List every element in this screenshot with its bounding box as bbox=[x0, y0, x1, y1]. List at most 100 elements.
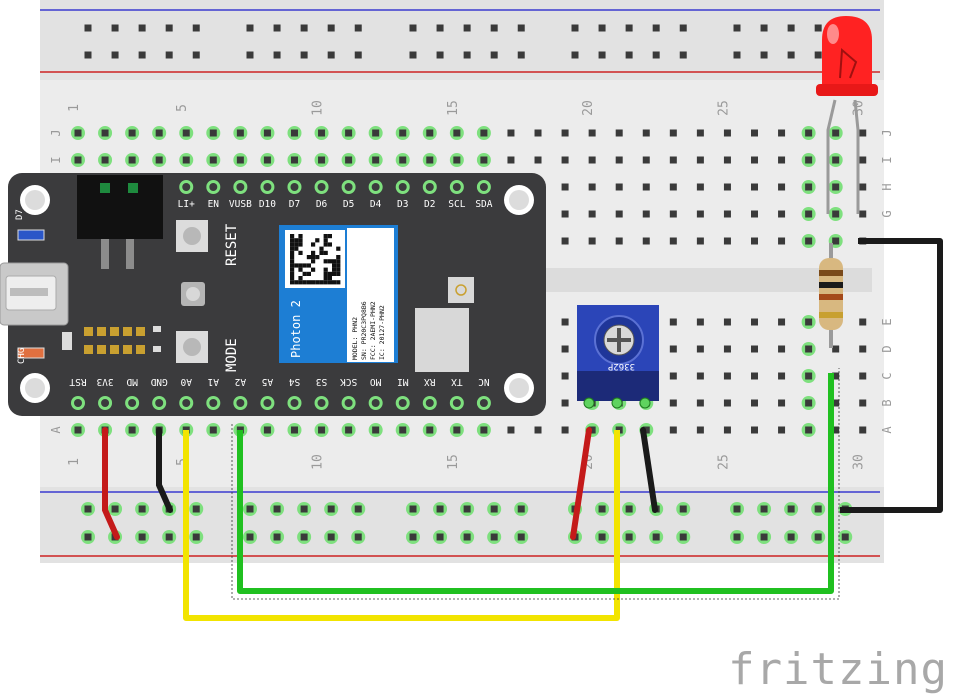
rail-hole bbox=[409, 533, 417, 541]
rail-hole bbox=[625, 51, 633, 59]
breadboard-hole bbox=[155, 156, 163, 164]
breadboard-hole bbox=[859, 129, 867, 137]
pin-hole bbox=[425, 399, 434, 407]
breadboard-hole bbox=[209, 129, 217, 137]
datamatrix-cell bbox=[306, 255, 311, 260]
breadboard-hole bbox=[805, 372, 813, 380]
breadboard-hole bbox=[128, 129, 136, 137]
breadboard-hole bbox=[426, 129, 434, 137]
breadboard-hole bbox=[101, 156, 109, 164]
pin-hole bbox=[263, 183, 272, 191]
datamatrix-cell bbox=[311, 280, 316, 285]
rail-hole bbox=[354, 24, 362, 32]
breadboard-hole bbox=[236, 129, 244, 137]
datamatrix-cell bbox=[315, 238, 320, 243]
breadboard-hole bbox=[751, 129, 758, 137]
breadboard-hole bbox=[101, 129, 109, 137]
breadboard-hole bbox=[345, 129, 353, 137]
row-label: A bbox=[49, 426, 63, 434]
breadboard-hole bbox=[155, 129, 163, 137]
rail-hole bbox=[300, 51, 308, 59]
reset-label: RESET bbox=[224, 223, 240, 266]
datamatrix-cell bbox=[298, 263, 303, 268]
swd-pin bbox=[136, 327, 145, 336]
datamatrix-cell bbox=[294, 238, 299, 243]
wire-yellow-a0 bbox=[183, 430, 620, 621]
pin-hole bbox=[236, 399, 245, 407]
rail-hole bbox=[787, 533, 795, 541]
breadboard-hole bbox=[615, 237, 623, 245]
breadboard-hole bbox=[859, 372, 867, 380]
top-pin-label: D3 bbox=[397, 199, 408, 210]
rail-hole bbox=[273, 51, 281, 59]
column-number: 5 bbox=[175, 104, 190, 112]
breadboard-hole bbox=[615, 129, 623, 137]
breadboard-hole bbox=[588, 426, 596, 434]
breadboard-hole bbox=[534, 129, 542, 137]
top-pin-label: SCL bbox=[448, 199, 465, 210]
breadboard-hole bbox=[859, 318, 867, 326]
datamatrix-cell bbox=[332, 259, 337, 264]
datamatrix-cell bbox=[323, 259, 328, 264]
bottom-pin-label: RST bbox=[69, 376, 86, 387]
breadboard-hole bbox=[751, 345, 758, 353]
datamatrix-cell bbox=[290, 238, 295, 243]
datamatrix-cell bbox=[290, 280, 295, 285]
resistor bbox=[819, 243, 843, 348]
breadboard-hole bbox=[453, 426, 461, 434]
pin-hole bbox=[101, 399, 110, 407]
rail-hole bbox=[814, 505, 822, 513]
datamatrix-cell bbox=[306, 280, 311, 285]
pot-pin bbox=[639, 397, 651, 409]
pin-hole bbox=[371, 399, 380, 407]
rail-hole bbox=[300, 24, 308, 32]
breadboard-hole bbox=[507, 129, 515, 137]
rail-hole bbox=[138, 24, 146, 32]
breadboard-hole bbox=[832, 156, 840, 164]
row-label: D bbox=[880, 345, 894, 352]
column-number: 5 bbox=[175, 458, 190, 466]
wire-green-a2 bbox=[237, 373, 834, 594]
pin-hole bbox=[236, 183, 245, 191]
antenna-connector-ring bbox=[455, 284, 467, 296]
rail-hole bbox=[625, 533, 633, 541]
datamatrix-cell bbox=[336, 267, 341, 272]
rail-hole bbox=[246, 24, 254, 32]
breadboard-hole bbox=[778, 237, 786, 245]
pin-hole bbox=[290, 183, 299, 191]
breadboard-hole bbox=[588, 183, 596, 191]
datamatrix-cell bbox=[290, 234, 295, 239]
breadboard-hole bbox=[805, 210, 813, 218]
breadboard-hole bbox=[696, 156, 704, 164]
breadboard-hole bbox=[805, 318, 813, 326]
rail-hole bbox=[463, 505, 471, 513]
rail-hole bbox=[111, 24, 119, 32]
antenna-pad bbox=[415, 308, 469, 372]
rail-hole bbox=[84, 51, 92, 59]
connector-pad bbox=[128, 183, 138, 193]
swd-pin bbox=[84, 327, 93, 336]
breadboard-hole bbox=[561, 399, 569, 407]
column-number: 20 bbox=[581, 100, 596, 116]
breadboard-hole bbox=[534, 156, 542, 164]
bottom-pin-label: MD bbox=[126, 376, 138, 387]
row-label: I bbox=[49, 156, 63, 163]
led-leg-anode bbox=[826, 99, 837, 214]
breadboard-hole bbox=[859, 345, 867, 353]
bottom-pin-label: GND bbox=[150, 376, 167, 387]
module-line-3: FCC: 2AEMI-PHN2 bbox=[369, 301, 377, 360]
breadboard-hole bbox=[859, 399, 867, 407]
pin-hole bbox=[479, 399, 488, 407]
breadboard-hole bbox=[805, 399, 813, 407]
breadboard-hole bbox=[345, 156, 353, 164]
datamatrix-cell bbox=[327, 271, 332, 276]
rail-hole bbox=[760, 51, 768, 59]
datamatrix-cell bbox=[336, 271, 341, 276]
breadboard-hole bbox=[669, 210, 677, 218]
rail-hole bbox=[517, 24, 525, 32]
breadboard-hole bbox=[209, 156, 217, 164]
rail-hole bbox=[463, 51, 471, 59]
breadboard-hole bbox=[453, 156, 461, 164]
breadboard-hole bbox=[696, 129, 704, 137]
